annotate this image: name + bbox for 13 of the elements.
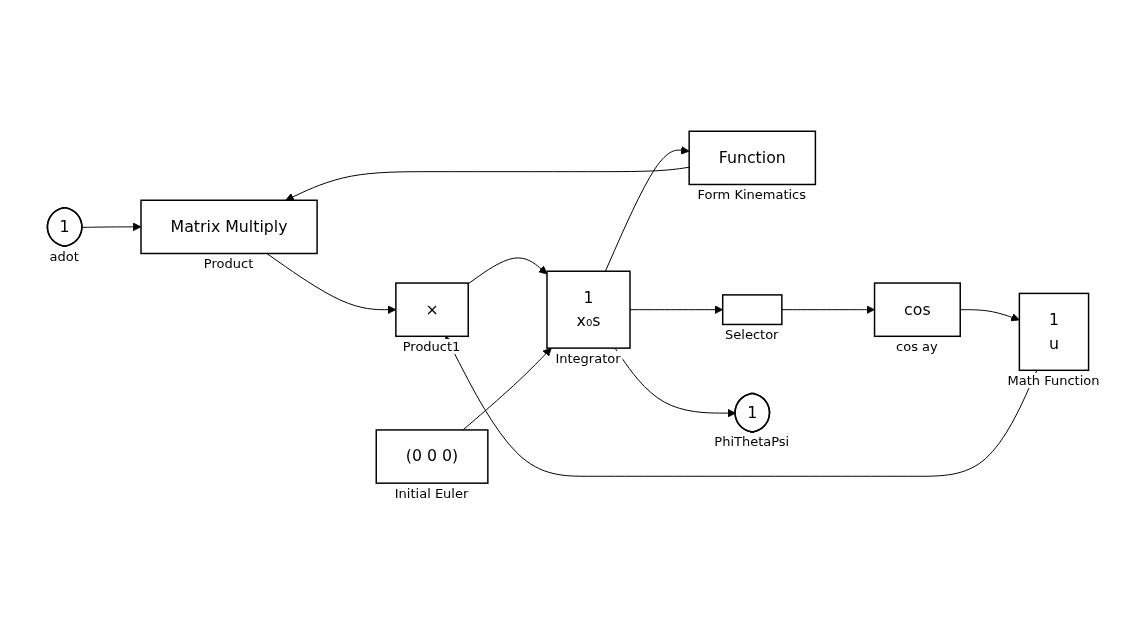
block-caption: Selector bbox=[723, 326, 781, 342]
node-box: 1 u bbox=[1018, 292, 1089, 371]
block-caption: adot bbox=[47, 248, 81, 264]
block-caption: Form Kinematics bbox=[695, 186, 808, 202]
node-box: Function bbox=[687, 130, 816, 185]
block-caption: Integrator bbox=[553, 350, 623, 366]
block-caption: Math Function bbox=[1005, 372, 1102, 388]
node-box bbox=[721, 293, 783, 325]
node-box: cos bbox=[873, 281, 961, 337]
node-box: Matrix Multiply bbox=[139, 199, 318, 254]
node-box: × bbox=[394, 281, 469, 337]
node-box: 1 x₀s bbox=[545, 270, 631, 349]
node-box: (0 0 0) bbox=[375, 428, 489, 484]
